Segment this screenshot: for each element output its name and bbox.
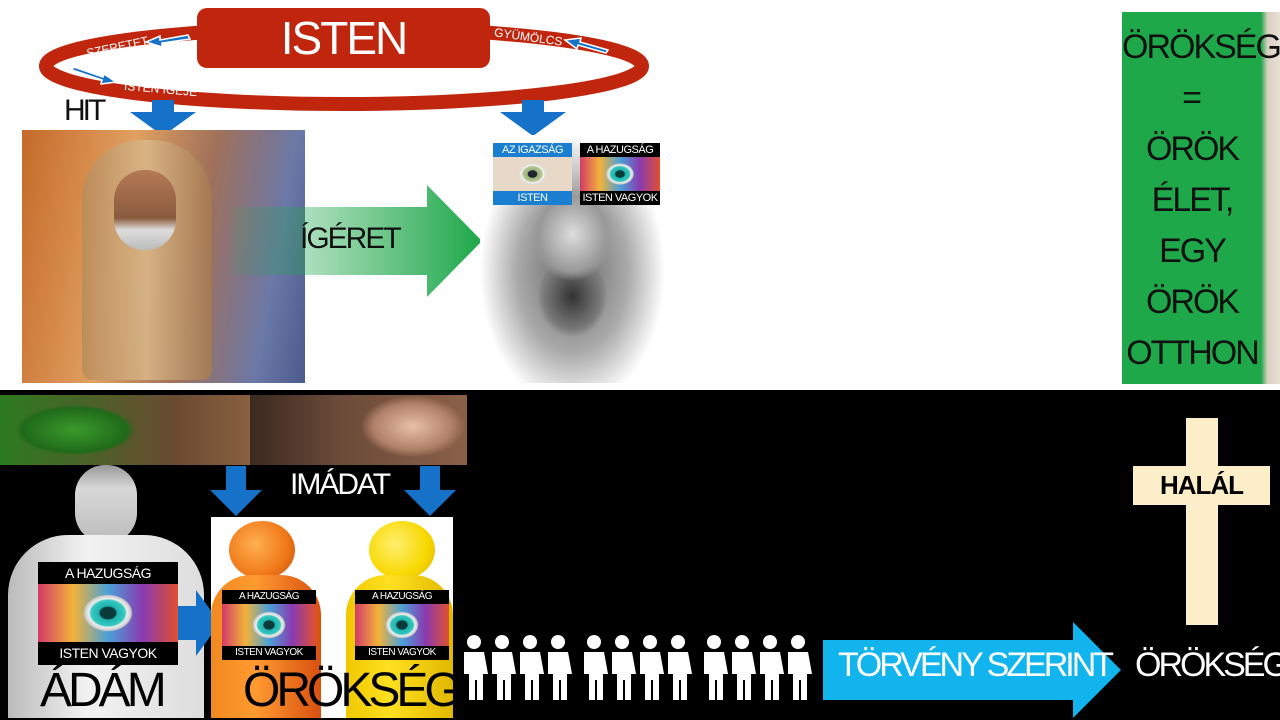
arrow-love-icon: [143, 34, 192, 49]
arrow-fruit-icon: [563, 37, 610, 54]
person-icon: [640, 635, 664, 700]
person-icon: [704, 635, 728, 700]
card-top-text: A HAZUGSÁG: [238, 591, 300, 602]
inheritance-label: ÖRÖKSÉG: [1135, 646, 1280, 684]
people-group: [460, 634, 820, 702]
inheritance-line: ÖRÖK: [1145, 283, 1240, 321]
arrow-down-icon: [130, 100, 196, 136]
promise-label: ÍGÉRET: [300, 222, 402, 255]
adam-eye-card: A HAZUGSÁG ISTEN VAGYOK: [38, 562, 178, 665]
idol-eye-card: A HAZUGSÁG ISTEN VAGYOK: [222, 590, 316, 660]
worship-label: IMÁDAT: [290, 468, 391, 501]
eye-image: [580, 157, 660, 191]
law-label: TÖRVÉNY SZERINT: [838, 646, 1114, 684]
arrow-word-icon: [70, 66, 119, 85]
god-box: ISTEN: [197, 8, 490, 68]
idol-eye-card: A HAZUGSÁG ISTEN VAGYOK: [355, 590, 449, 660]
card-bottom-text: ISTEN VAGYOK: [368, 647, 436, 658]
inheritance-box: ÖRÖKSÉG = ÖRÖK ÉLET, EGY ÖRÖK OTTHON: [1122, 12, 1280, 384]
law-arrow: [823, 622, 1121, 718]
heritage-label: ÖRÖKSÉGE: [243, 664, 490, 717]
lie-eye-card: A HAZUGSÁG ISTEN VAGYOK: [580, 143, 660, 205]
cross-icon: [1186, 418, 1218, 625]
card-top-text: A HAZUGSÁG: [64, 565, 152, 581]
card-top-text: AZ IGAZSÁG: [493, 143, 572, 157]
inheritance-line: OTTHON: [1126, 334, 1260, 372]
arrow-down-icon: [404, 466, 456, 516]
faith-label: HIT: [64, 94, 106, 127]
snake-image: [0, 395, 250, 465]
card-bottom-text: ISTEN VAGYOK: [235, 647, 303, 658]
person-icon: [760, 635, 784, 700]
person-icon: [492, 635, 516, 700]
abraham-image: [22, 130, 305, 383]
adam-label: ÁDÁM: [40, 664, 167, 717]
card-bottom-text: ISTEN GYERMEKE: [493, 191, 572, 205]
truth-eye-card: AZ IGAZSÁG ISTEN GYERMEKE: [493, 143, 572, 205]
eye-image: [38, 584, 178, 642]
eye-image: [493, 157, 572, 191]
card-top-text: A HAZUGSÁG: [586, 144, 654, 156]
person-icon: [788, 635, 812, 700]
promise-arrow: [232, 185, 482, 297]
person-icon: [732, 635, 756, 700]
arrow-down-icon: [210, 466, 262, 516]
inheritance-line: ÉLET,: [1151, 181, 1235, 219]
eve-image: [250, 395, 467, 465]
arrow-down-icon: [500, 100, 566, 136]
card-bottom-text: ISTEN VAGYOK: [582, 192, 658, 204]
eye-image: [355, 604, 449, 646]
inheritance-line: ÖRÖK: [1145, 130, 1240, 168]
death-label: HALÁL: [1133, 466, 1270, 505]
person-icon: [668, 635, 692, 700]
person-icon: [520, 635, 544, 700]
inheritance-line: EGY: [1159, 232, 1227, 270]
person-icon: [464, 635, 488, 700]
inheritance-line: =: [1182, 79, 1202, 117]
eye-image: [222, 604, 316, 646]
inheritance-line: ÖRÖKSÉG: [1122, 28, 1280, 66]
person-icon: [584, 635, 608, 700]
person-icon: [612, 635, 636, 700]
card-bottom-text: ISTEN VAGYOK: [59, 645, 157, 661]
card-top-text: A HAZUGSÁG: [371, 591, 433, 602]
person-icon: [548, 635, 572, 700]
arrow-right-icon: [178, 590, 220, 656]
